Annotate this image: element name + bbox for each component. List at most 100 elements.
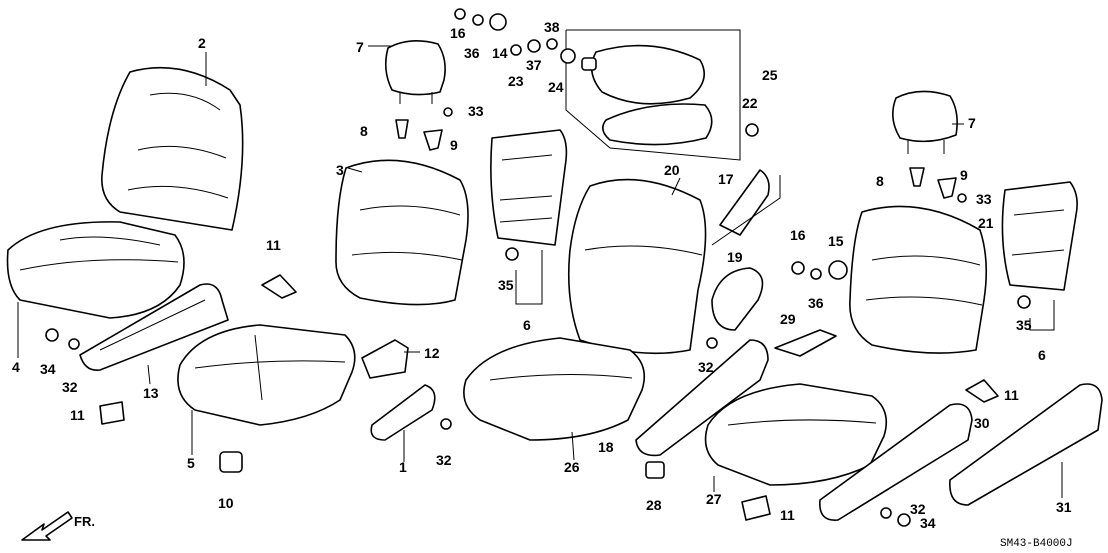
headrest-guide-9-left (423, 129, 443, 151)
headrest-right (892, 90, 958, 154)
screw-33-right (957, 193, 967, 203)
callout-34a: 34 (40, 361, 56, 377)
callout-7a: 7 (356, 39, 364, 55)
group-line-6-left (515, 250, 543, 305)
washer-23 (510, 44, 522, 56)
callout-24: 24 (548, 79, 564, 95)
recliner-cover-19 (711, 267, 764, 331)
group-line-6-right (1029, 300, 1055, 331)
callout-7b: 7 (968, 115, 976, 131)
bracket-11-right-upper (965, 379, 999, 403)
callout-4: 4 (12, 359, 20, 375)
callout-28: 28 (646, 497, 662, 513)
callout-2: 2 (198, 35, 206, 51)
seat-cushion-cover-left (6, 221, 185, 319)
recliner-hinge-17 (711, 169, 781, 246)
bolt-32-right (706, 337, 718, 349)
callout-32a: 32 (62, 379, 78, 395)
callout-36b: 36 (808, 295, 824, 311)
seat-back-cover-left (101, 66, 244, 231)
callout-33b: 33 (976, 191, 992, 207)
callout-22: 22 (742, 95, 758, 111)
callout-labels: 1 2 3 4 5 6 6 7 7 8 8 9 9 10 11 11 11 11… (12, 19, 1072, 531)
callout-32c: 32 (698, 359, 714, 375)
washer-37 (527, 39, 541, 53)
headrest-left (384, 40, 446, 104)
knob-14-top (489, 13, 507, 31)
armrest-assembly (565, 29, 741, 161)
seat-back-pad-21 (849, 205, 988, 354)
side-cover-31 (949, 383, 1103, 506)
callout-35b: 35 (1016, 317, 1032, 333)
back-panel-left (490, 129, 568, 246)
callout-10: 10 (218, 495, 234, 511)
bracket-1 (370, 384, 436, 441)
callout-37: 37 (526, 57, 542, 73)
callout-32d: 32 (910, 501, 926, 517)
callout-34b: 34 (920, 515, 936, 531)
callout-14: 14 (492, 45, 508, 61)
front-direction-arrow-icon: FR. (21, 511, 95, 541)
bolt-32-center (440, 418, 452, 430)
callout-36a: 36 (464, 45, 480, 61)
seat-cushion-26 (463, 337, 646, 441)
knob-15 (828, 260, 848, 280)
seat-cushion-pad-left (177, 324, 356, 426)
callout-33a: 33 (468, 103, 484, 119)
callout-18: 18 (598, 439, 614, 455)
screw-33-left (443, 107, 453, 117)
callout-16a: 16 (450, 25, 466, 41)
callout-21: 21 (978, 215, 994, 231)
bolt-32-left (68, 338, 80, 350)
callout-11a: 11 (266, 237, 281, 253)
callout-11d: 11 (780, 507, 795, 523)
callout-25: 25 (762, 67, 778, 83)
side-trim-left (79, 283, 229, 372)
callout-27: 27 (706, 491, 722, 507)
callout-5: 5 (187, 455, 195, 471)
callout-3: 3 (336, 162, 344, 178)
callout-11b: 11 (70, 407, 85, 423)
svg-text:FR.: FR. (74, 514, 95, 529)
callout-26: 26 (564, 459, 580, 475)
clip-11-right-lower (741, 495, 771, 521)
washer-22 (745, 123, 759, 137)
leader-lines (17, 45, 1063, 498)
washer-36-right (810, 268, 822, 280)
callout-31: 31 (1056, 499, 1072, 515)
nut-34-bottom (897, 513, 911, 527)
callout-9a: 9 (450, 137, 458, 153)
callout-13: 13 (143, 385, 159, 401)
seat-back-cover-20 (568, 178, 707, 355)
callout-6b: 6 (1038, 347, 1046, 363)
cap-16-top (454, 8, 466, 20)
clip-28 (645, 461, 665, 479)
callout-35a: 35 (498, 277, 514, 293)
seat-back-pad-3 (335, 159, 469, 306)
callout-23: 23 (508, 73, 524, 89)
bracket-11-left-upper (261, 274, 297, 299)
callout-15: 15 (828, 233, 844, 249)
callout-29: 29 (780, 311, 796, 327)
callout-12: 12 (424, 345, 440, 361)
nut-34-left (45, 328, 59, 342)
cap-16-right (791, 261, 805, 275)
washer-38 (546, 38, 558, 50)
bracket-12 (361, 339, 409, 379)
washer-36-top (472, 14, 484, 26)
clip-35-left (505, 247, 519, 261)
callout-30: 30 (974, 415, 990, 431)
spacer (581, 57, 597, 71)
side-trim-18 (635, 339, 769, 457)
headrest-guide-8-left (395, 119, 409, 139)
clip-10 (219, 451, 243, 473)
callout-32b: 32 (436, 452, 452, 468)
diagram-code: SM43-B4000J (1000, 538, 1073, 550)
clip-11-left-lower (99, 401, 125, 425)
back-panel-right (1001, 181, 1078, 291)
callout-8a: 8 (360, 123, 368, 139)
seat-cushion-27 (704, 383, 888, 486)
callout-38: 38 (544, 19, 560, 35)
callout-6a: 6 (523, 317, 531, 333)
callout-16b: 16 (790, 227, 806, 243)
